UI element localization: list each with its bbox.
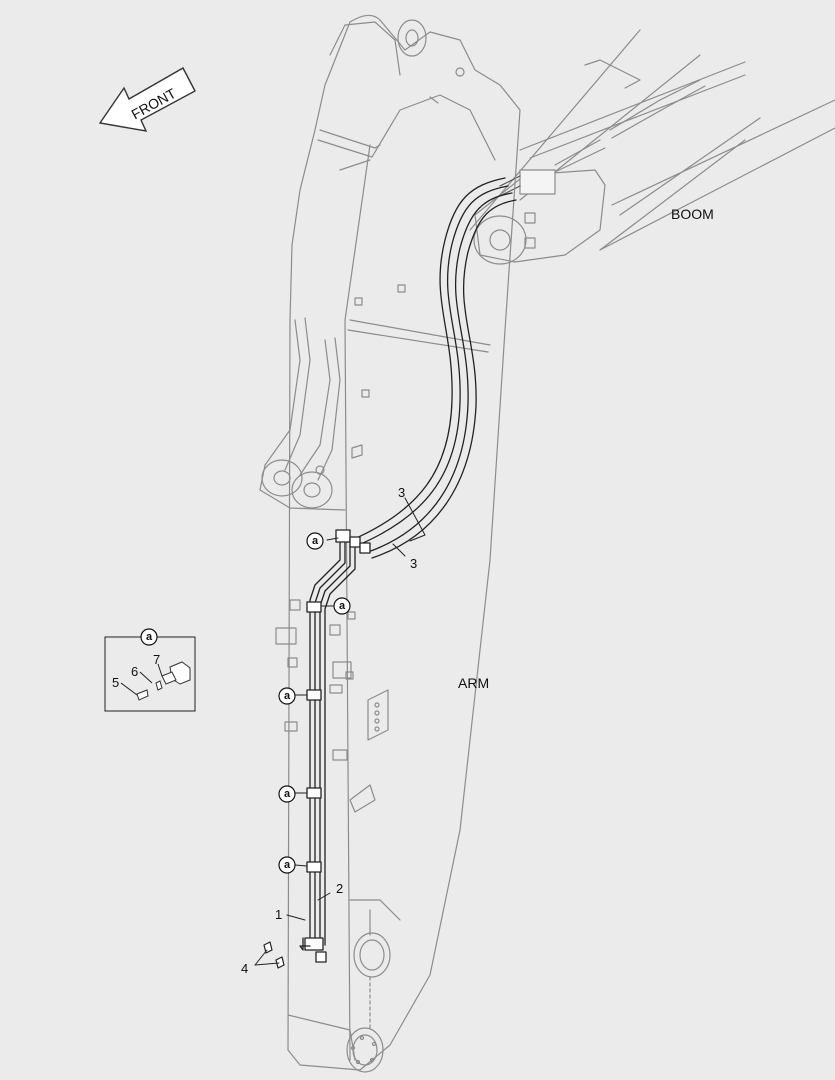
- svg-text:a: a: [339, 600, 346, 612]
- arm-structure: [259, 14, 521, 1073]
- callout-washer-6: 6: [131, 664, 138, 679]
- detail-marker: a: [278, 856, 296, 874]
- svg-text:a: a: [284, 859, 291, 871]
- boom-structure: [469, 29, 835, 265]
- callout-pipe-1: 1: [275, 907, 282, 922]
- callout-hose-3-lower: 3: [410, 556, 417, 571]
- callout-bolt-5: 5: [112, 675, 119, 690]
- detail-markers: a a a a a: [278, 532, 351, 874]
- callout-hose-3-upper: 3: [398, 485, 405, 500]
- callout-pipe-2: 2: [336, 881, 343, 896]
- svg-text:a: a: [312, 535, 319, 547]
- detail-marker: a: [278, 785, 296, 803]
- callout-clamp-7: 7: [153, 652, 160, 667]
- callout-bolts-4: 4: [241, 961, 248, 976]
- detail-marker: a: [333, 597, 351, 615]
- hydraulic-pipes: [299, 529, 371, 963]
- bolt-set-4: [263, 941, 285, 969]
- detail-view-a: a 5 6 7: [104, 628, 196, 712]
- detail-marker: a: [306, 532, 324, 550]
- detail-marker: a: [278, 687, 296, 705]
- arm-label: ARM: [458, 675, 489, 691]
- hydraulic-hoses: [351, 177, 517, 559]
- svg-text:a: a: [284, 690, 291, 702]
- front-arrow: FRONT: [98, 67, 196, 132]
- svg-text:a: a: [284, 788, 291, 800]
- detail-view-marker: a: [146, 631, 153, 643]
- leader-lines: [254, 497, 426, 966]
- boom-label: BOOM: [671, 206, 714, 222]
